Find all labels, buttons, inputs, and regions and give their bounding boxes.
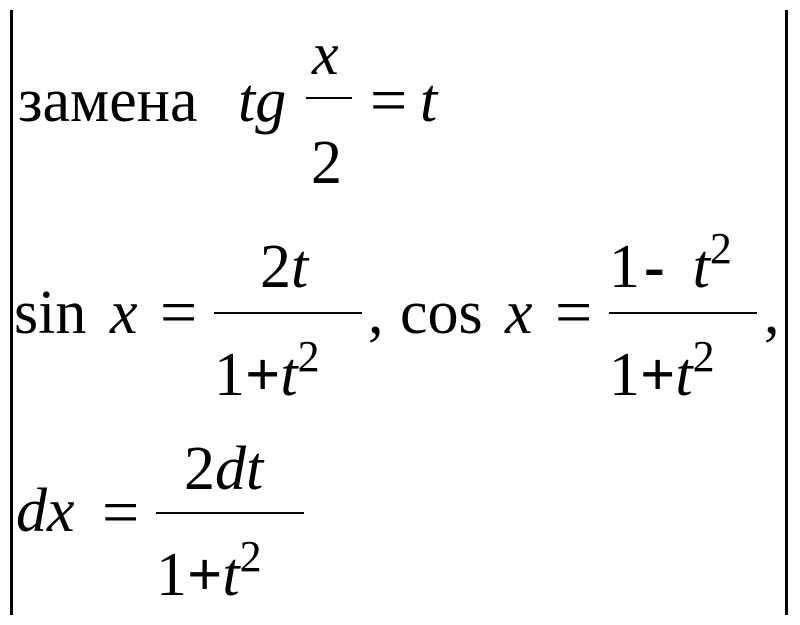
equals-sign-1: =: [370, 64, 408, 137]
cosine-numerator-t: t: [692, 233, 710, 301]
right-determinant-bar: [785, 10, 788, 615]
sine-numerator-coefficient: 2t: [260, 236, 308, 298]
sine-denominator-one: 1: [214, 341, 245, 409]
tangent-function: tg: [238, 67, 287, 135]
cosine-denominator: 1+t2: [609, 335, 715, 409]
sine-label: sin: [14, 279, 87, 347]
cosine-denominator-t: t: [675, 341, 693, 409]
left-determinant-bar: [10, 10, 13, 615]
equals-sign-2: =: [160, 276, 198, 349]
cosine-denominator-one: 1: [609, 341, 640, 409]
comma-2: ,: [764, 279, 780, 347]
cosine-label: cos: [400, 279, 483, 347]
cosine-denominator-plus: +: [640, 341, 676, 409]
differential-denominator-plus: +: [187, 541, 223, 609]
sine-variable: x: [110, 279, 138, 347]
substitution-word: замена: [18, 67, 198, 135]
cosine-fraction-bar: [609, 312, 757, 314]
sine-denominator-exponent: 2: [297, 332, 320, 381]
cosine-numerator-minus: -: [644, 233, 665, 301]
sine-denominator: 1+t2: [214, 335, 320, 409]
cosine-variable: x: [505, 279, 533, 347]
cosine-numerator: 1-t2: [609, 227, 732, 301]
equals-sign-3: =: [555, 276, 593, 349]
differential-lhs: dx: [16, 477, 75, 545]
substitution-variable: t: [420, 67, 438, 135]
cosine-denominator-exponent: 2: [692, 332, 715, 381]
differential-numerator: 2dt: [184, 438, 263, 500]
differential-numerator-text: 2dt: [184, 435, 264, 503]
differential-denominator-one: 1: [156, 541, 187, 609]
cosine-numerator-exponent: 2: [709, 224, 732, 273]
equals-sign-4: =: [102, 476, 140, 549]
differential-fraction-bar: [156, 512, 304, 514]
sine-denominator-plus: +: [245, 341, 281, 409]
differential-denominator-exponent: 2: [239, 532, 262, 581]
half-angle-denominator: 2: [311, 129, 342, 197]
differential-denominator-t: t: [222, 541, 240, 609]
sine-denominator-t: t: [280, 341, 298, 409]
sine-fraction-bar: [214, 312, 362, 314]
sine-numerator: 2t: [260, 233, 309, 301]
differential-denominator: 1+t2: [156, 535, 262, 609]
half-angle-numerator: x: [312, 21, 339, 87]
cosine-numerator-one: 1: [609, 233, 640, 301]
half-angle-fraction-bar: [306, 97, 352, 99]
comma-1: ,: [368, 279, 384, 347]
